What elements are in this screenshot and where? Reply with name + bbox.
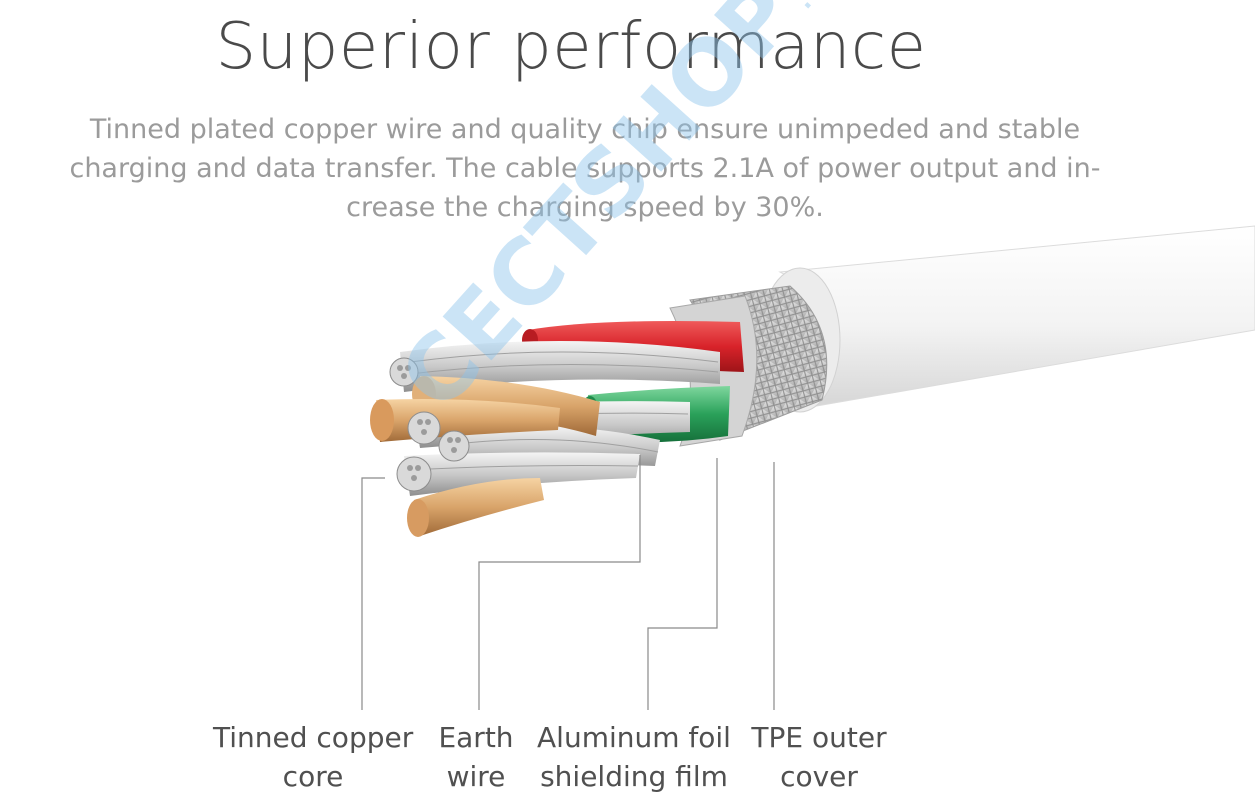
label-line: cover [780,760,858,793]
tinned-strand-bundle [400,341,720,392]
label-line: shielding film [540,760,728,793]
copper-core-end [407,499,429,537]
label-aluminum-foil-film: Aluminum foil shielding film [536,718,732,796]
strand-end-faces [389,357,470,492]
label-line: Tinned copper [213,721,414,754]
label-line: core [282,760,344,793]
label-line: Aluminum foil [537,721,731,754]
tpe-outer-cover [778,225,1255,409]
strand-dots [397,365,461,481]
description-line: crease the charging speed by 30%. [346,192,824,223]
label-tinned-copper-core: Tinned copper core [213,718,413,796]
label-earth-wire: Earth wire [426,718,526,796]
label-line: wire [446,760,506,793]
description-text: Tinned plated copper wire and quality ch… [60,110,1110,227]
tinned-strand-bundle [404,452,640,496]
leader-line-earth-wire [478,455,641,710]
label-tpe-outer-cover: TPE outer cover [745,718,893,796]
leader-lines [361,455,775,710]
description-line: charging and data transfer. The cable su… [69,153,1101,184]
label-line: Earth [438,721,514,754]
copper-core [414,478,544,536]
description-line: Tinned plated copper wire and quality ch… [89,114,1081,145]
page-title: Superior performance [215,10,927,84]
leader-line-foil [647,458,718,710]
copper-core-end [370,399,394,441]
leader-line-tinned-core [361,477,385,710]
label-line: TPE outer [751,721,887,754]
